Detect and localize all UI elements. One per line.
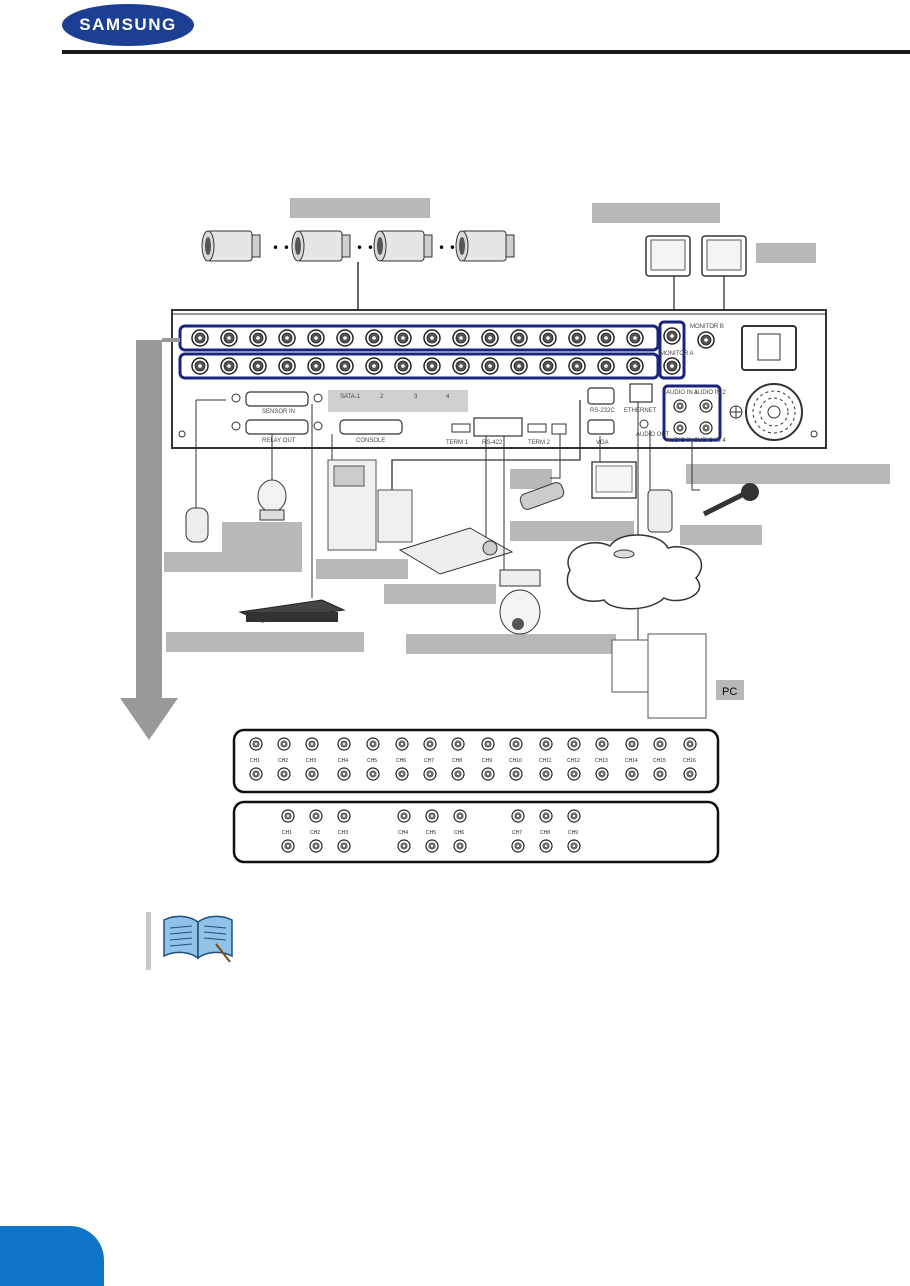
connection-diagram: • • • • • • MONITOR B MONITOR A SENSOR [120, 230, 827, 864]
samsung-logo: SAMSUNG [62, 4, 194, 46]
strip9-ch3: CH3 [338, 830, 348, 836]
monitor-group [645, 235, 747, 277]
label-sata [166, 632, 364, 652]
relay-out-label: RELAY OUT [262, 438, 296, 444]
term1-label: TERM 1 [446, 440, 469, 446]
strip9-ch5: CH5 [426, 830, 436, 836]
atm-device [327, 434, 413, 551]
sata-3-label: 3 [414, 394, 418, 400]
strip16-ch6: CH6 [396, 758, 406, 764]
ethernet-label: ETHERNET [624, 408, 657, 414]
svg-text:• •: • • [272, 241, 290, 255]
strip16-ch12: CH12 [567, 758, 580, 764]
label-cameras [290, 198, 430, 218]
sata-4-label: 4 [446, 394, 450, 400]
pc-workstation [611, 633, 707, 719]
label-monitor-b [756, 243, 816, 263]
brand-name: SAMSUNG [79, 15, 177, 34]
note-bar [146, 912, 151, 970]
label-usb [510, 469, 552, 489]
audio-in-2-label: AUDIO IN 2 [694, 390, 726, 396]
strip16-ch3: CH3 [306, 758, 316, 764]
ptz-camera [499, 436, 541, 635]
label-relay [222, 522, 302, 572]
strip16-ch13: CH13 [595, 758, 608, 764]
strip9-ch7: CH7 [512, 830, 522, 836]
network-cloud [566, 402, 703, 640]
audio-out-label: AUDIO OUT [636, 432, 670, 438]
keyboard-controller [398, 436, 514, 575]
strip16-ch9: CH9 [482, 758, 492, 764]
label-microphone [686, 464, 890, 484]
monitor-a-label: MONITOR A [660, 351, 694, 357]
term2-label: TERM 2 [528, 440, 551, 446]
label-sensor [164, 552, 234, 572]
strip9-ch1: CH1 [282, 830, 292, 836]
sata-2-label: 2 [380, 394, 384, 400]
strip16-ch8: CH8 [452, 758, 462, 764]
microphone-device [691, 440, 759, 517]
siren-device [257, 434, 287, 521]
strip16-ch1: CH1 [250, 758, 260, 764]
vga-monitor [591, 436, 637, 499]
speaker-device [647, 430, 673, 533]
rs232c-label: RS-232C [590, 408, 615, 414]
strip16-ch16: CH16 [683, 758, 696, 764]
sata-storage [238, 404, 346, 623]
audio-in-1-label: AUDIO IN 1 [666, 390, 698, 396]
strip16-ch5: CH5 [367, 758, 377, 764]
strip16-ch10: CH10 [509, 758, 522, 764]
audio-in-3-label: AUDIO IN 3 [666, 438, 698, 444]
strip9-ch2: CH2 [310, 830, 320, 836]
svg-text:• •: • • [438, 241, 456, 255]
sensor-device [185, 399, 226, 543]
console-label: CONSOLE [356, 438, 385, 444]
label-pc [716, 680, 744, 700]
pc-label: PC [722, 686, 737, 698]
strip9-ch9: CH9 [568, 830, 578, 836]
label-keyboard [384, 584, 496, 604]
strip16-ch15: CH15 [653, 758, 666, 764]
strip9-ch6: CH6 [454, 830, 464, 836]
sata-1-label: SATA-1 [340, 394, 361, 400]
note-book-icon [163, 915, 233, 963]
label-atm [316, 559, 408, 579]
svg-text:• •: • • [356, 241, 374, 255]
rs422-label: RS-422 [482, 440, 503, 446]
label-ptz [406, 634, 616, 654]
connector-strip-16: CH1 CH2 CH3 CH4 CH5 CH6 CH7 CH8 CH9 CH10… [232, 728, 720, 794]
connector-strip-9: CH1 CH2 CH3 CH4 CH5 CH6 CH7 CH8 CH9 [232, 800, 720, 864]
audio-in-4-label: AUDIO IN 4 [694, 438, 726, 444]
strip16-ch2: CH2 [278, 758, 288, 764]
page-number-tab [0, 1226, 104, 1286]
strip16-ch4: CH4 [338, 758, 348, 764]
vga-label: VGA [596, 440, 609, 446]
sensor-in-label: SENSOR IN [262, 409, 295, 415]
label-speaker [680, 525, 762, 545]
strip9-ch4: CH4 [398, 830, 408, 836]
strip16-ch14: CH14 [625, 758, 638, 764]
header-rule [62, 50, 910, 54]
label-monitors [592, 203, 720, 223]
usb-device [519, 434, 565, 510]
label-vga-monitor [510, 521, 634, 541]
monitor-b-label: MONITOR B [690, 324, 724, 330]
strip16-ch11: CH11 [539, 758, 552, 764]
strip9-ch8: CH8 [540, 830, 550, 836]
camera-group: • • • • • • [201, 230, 515, 262]
strip16-ch7: CH7 [424, 758, 434, 764]
